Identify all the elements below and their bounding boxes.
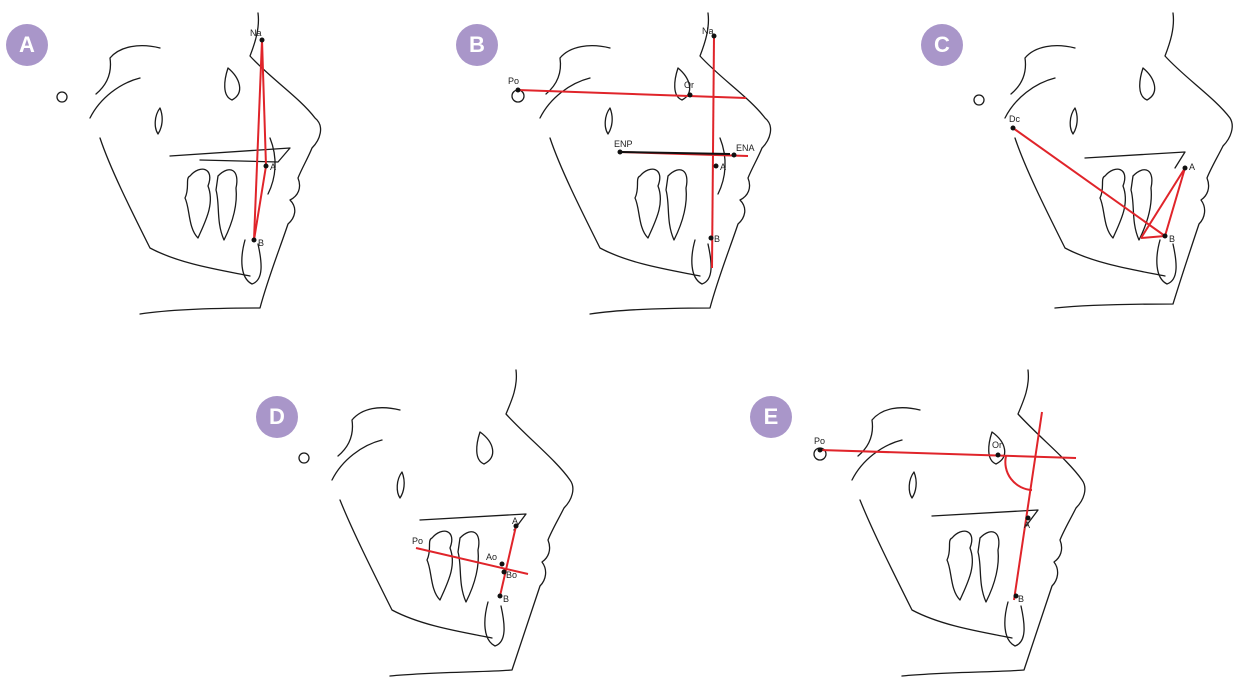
point-b	[498, 594, 503, 599]
point-a	[1183, 166, 1188, 171]
label-na: Na	[702, 26, 714, 36]
label-na: Na	[250, 28, 262, 38]
point-po	[516, 88, 521, 93]
skull-outline	[512, 13, 771, 314]
label-ena: ENA	[736, 143, 755, 153]
label-ao: Ao	[486, 552, 497, 562]
point-dc	[1011, 126, 1016, 131]
label-b: B	[258, 238, 264, 248]
point-enp	[618, 150, 623, 155]
point-b	[1163, 234, 1168, 239]
point-or	[688, 93, 693, 98]
label-b: B	[503, 594, 509, 604]
ceph-lines-e	[820, 412, 1076, 600]
point-ena	[732, 153, 737, 158]
skull-outline	[974, 13, 1232, 308]
label-or: Or	[684, 80, 694, 90]
label-bo: Bo	[506, 570, 517, 580]
label-b: B	[714, 234, 720, 244]
skull-outline	[814, 370, 1085, 676]
label-dc: Dc	[1009, 114, 1020, 124]
panel-c: C Dc A B	[955, 8, 1248, 338]
label-enp: ENP	[614, 139, 633, 149]
point-na	[260, 38, 265, 43]
label-a: A	[1024, 520, 1030, 530]
skull-tracing-c: Dc A B	[955, 8, 1248, 338]
panel-e: E Po Or A B	[810, 360, 1140, 690]
point-a	[714, 164, 719, 169]
label-b: B	[1018, 594, 1024, 604]
panel-b: B Po Or Na ENP ENA	[490, 8, 820, 338]
point-b	[252, 238, 257, 243]
skull-tracing-a: Na A B	[40, 8, 370, 338]
skull-outline	[299, 370, 573, 676]
point-or	[996, 453, 1001, 458]
point-ao	[500, 562, 505, 567]
panel-d: D Po A Ao Bo B	[290, 360, 620, 690]
label-a: A	[270, 162, 276, 172]
label-po: Po	[412, 536, 423, 546]
label-a: A	[512, 516, 518, 526]
ceph-lines-c	[1013, 128, 1185, 238]
point-a	[264, 164, 269, 169]
label-po: Po	[814, 436, 825, 446]
skull-outline	[57, 13, 321, 314]
label-po: Po	[508, 76, 519, 86]
point-po	[818, 448, 823, 453]
label-or: Or	[992, 440, 1002, 450]
skull-tracing-d: Po A Ao Bo B	[290, 360, 620, 690]
label-b: B	[1169, 234, 1175, 244]
point-b	[709, 236, 714, 241]
label-a: A	[720, 162, 726, 172]
label-a: A	[1189, 162, 1195, 172]
skull-tracing-b: Po Or Na ENP ENA A B	[490, 8, 820, 338]
panel-a: A Na A B	[40, 8, 370, 338]
skull-tracing-e: Po Or A B	[810, 360, 1140, 690]
badge-e: E	[750, 396, 792, 438]
